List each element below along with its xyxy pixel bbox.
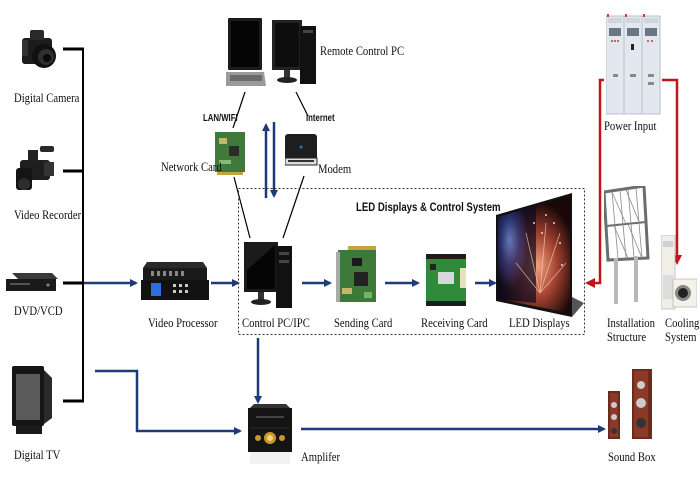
remote-control-pc-label: Remote Control PC [320, 43, 405, 58]
edge-power-led-displays [585, 78, 604, 288]
steel-frame-icon [602, 184, 650, 304]
lan-wifi-label: LAN/WIFI [203, 113, 238, 124]
modem-label: Modem [318, 161, 352, 176]
dvd-vcd-label: DVD/VCD [14, 303, 63, 318]
remote-control-pc-node[interactable] [272, 18, 318, 93]
dvd-player-icon [6, 273, 58, 291]
video-recorder-node[interactable] [14, 142, 58, 207]
control-pc-icon [244, 242, 292, 308]
cooling-system-node[interactable] [660, 234, 698, 316]
desktop-pc-icon [272, 20, 316, 84]
network-card-node[interactable] [215, 132, 247, 181]
group-title: LED Displays & Control System [356, 200, 501, 214]
digital-camera-node[interactable] [18, 24, 60, 83]
amplifier-icon [248, 404, 292, 464]
led-displays-node[interactable] [496, 193, 586, 322]
laptop-node[interactable] [226, 18, 266, 93]
speakers-icon [608, 369, 652, 439]
sound-box-node[interactable] [608, 369, 656, 446]
edge-power-cooling [662, 78, 682, 265]
internet-label: Internet [306, 113, 335, 124]
sound-box-label: Sound Box [608, 449, 656, 464]
receiving-card-icon [426, 254, 466, 306]
edge-sources-amplifier [95, 369, 242, 435]
led-displays-label: LED Displays [509, 315, 570, 330]
amplifier-label: Amplifer [301, 449, 341, 464]
digital-camera-label: Digital Camera [14, 90, 80, 105]
network-card-label: Network Card [161, 159, 222, 174]
video-recorder-label: Video Recorder [14, 207, 82, 222]
digital-tv-label: Digital TV [14, 447, 61, 462]
tv-icon [12, 366, 52, 434]
cooling-system-label-line1: Cooling [665, 315, 700, 330]
led-control-system-group [238, 188, 585, 335]
power-input-node[interactable] [605, 14, 662, 121]
video-processor-label: Video Processor [148, 315, 218, 330]
air-conditioner-icon [660, 234, 698, 310]
control-pc-label: Control PC/IPC [242, 315, 310, 330]
receiving-card-node[interactable] [424, 254, 468, 313]
camcorder-icon [16, 146, 54, 190]
dvd-vcd-node[interactable] [6, 271, 58, 300]
modem-node[interactable] [284, 134, 319, 175]
laptop-icon [226, 18, 266, 86]
sending-card-label: Sending Card [334, 315, 393, 330]
control-pc-node[interactable] [244, 240, 296, 315]
installation-structure-node[interactable] [602, 184, 650, 311]
led-screen-icon [496, 193, 584, 317]
amplifier-node[interactable] [248, 404, 292, 471]
installation-structure-label-line1: Installation [607, 315, 655, 330]
remote-network-lines [232, 91, 309, 239]
source-bus [63, 47, 84, 403]
digital-tv-node[interactable] [12, 362, 54, 443]
power-cabinet-icon [605, 14, 661, 115]
video-processor-node[interactable] [141, 262, 211, 311]
power-input-label: Power Input [604, 118, 657, 133]
cooling-system-label-line2: System [665, 329, 697, 344]
modem-icon [284, 134, 318, 166]
receiving-card-label: Receiving Card [421, 315, 488, 330]
sending-card-icon [336, 246, 376, 302]
camera-icon [22, 30, 56, 68]
installation-structure-label-line2: Structure [607, 329, 647, 344]
sending-card-node[interactable] [336, 238, 378, 313]
network-card-icon [215, 132, 245, 175]
video-processor-icon [141, 262, 209, 300]
